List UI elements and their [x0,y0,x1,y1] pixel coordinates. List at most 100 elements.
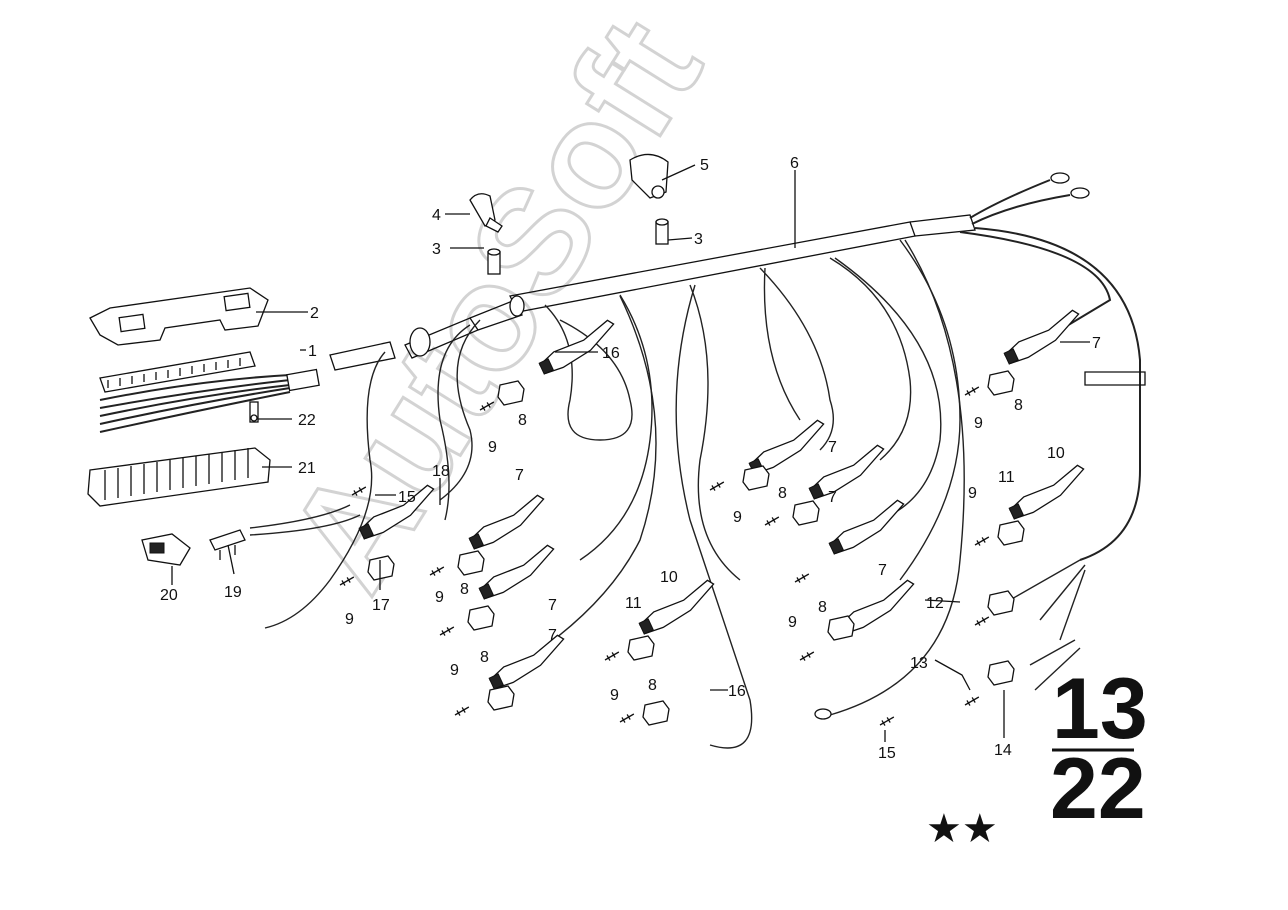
connectors [339,309,1085,726]
terminal-clip [827,615,855,641]
component-3-grommet-a [487,248,501,275]
part-label-4: 4 [432,207,441,224]
part-label-8f: 8 [1014,397,1023,414]
part-label-6: 6 [790,155,799,172]
terminal-clip [987,370,1015,396]
part-label-9h: 9 [974,415,983,432]
part-label-7c: 7 [548,627,557,644]
terminal-pin [339,576,355,586]
part-label-7f: 7 [878,562,887,579]
part-label-7a: 7 [515,467,524,484]
plug-connector [488,634,565,690]
leader-lines [171,164,1090,742]
group-number-top: 13 [1052,661,1148,757]
part-label-7g: 7 [1092,335,1101,352]
part-label-21: 21 [298,460,316,477]
part-label-16a: 16 [602,345,620,362]
terminal-pin [439,626,455,636]
part-label-7b: 7 [548,597,557,614]
part-labels: 1 2 3 3 4 5 6 7 7 7 7 7 7 7 8 8 8 8 8 8 … [160,155,1101,762]
terminal-pin [964,386,980,396]
part-label-1: 1 [308,343,317,360]
part-label-3b: 3 [694,231,703,248]
part-label-9e: 9 [733,509,742,526]
terminal-clip [742,465,770,491]
plug-connector [468,494,545,550]
component-22-clip [249,401,259,423]
part-label-3a: 3 [432,241,441,258]
part-label-13: 13 [910,655,928,672]
terminal-clip [997,520,1025,546]
part-label-7e: 7 [828,489,837,506]
terminal-pin [964,696,980,706]
part-label-10a: 10 [660,569,678,586]
part-label-19: 19 [224,584,242,601]
part-label-9d: 9 [450,662,459,679]
part-label-18: 18 [432,463,450,480]
plug-connector [808,444,885,500]
terminal-pin [799,651,815,661]
plug-connector [638,579,715,635]
terminal-clip [642,700,670,726]
part-label-8c: 8 [480,649,489,666]
part-label-17: 17 [372,597,390,614]
part-label-2: 2 [310,305,319,322]
part-label-15a: 15 [398,489,416,506]
terminal-pin [454,706,470,716]
terminal-pin [974,616,990,626]
part-label-9g: 9 [610,687,619,704]
plug-connector [538,319,615,375]
terminal-pin [879,716,895,726]
terminal-pin [619,713,635,723]
part-label-5: 5 [700,157,709,174]
component-21-housing [87,447,271,507]
terminal-clip [487,685,515,711]
plug-connector [478,544,555,600]
component-5-clamp [629,153,669,199]
main-harness [329,172,1146,561]
plug-connector [1008,464,1085,520]
plug-connector [828,499,905,555]
part-label-8a: 8 [518,412,527,429]
terminal-clip [987,660,1015,686]
component-4-clamp [469,193,503,233]
part-label-12: 12 [926,595,944,612]
part-label-14: 14 [994,742,1012,759]
group-number-bottom: 22 [1050,741,1146,837]
terminal-pin [351,486,367,496]
part-label-9f: 9 [788,614,797,631]
component-3-grommet-b [655,218,669,245]
group-number: 13 22 [1050,661,1148,837]
part-label-7d: 7 [828,439,837,456]
terminal-clip [467,605,495,631]
terminal-pin [709,481,725,491]
part-label-8b: 8 [460,581,469,598]
stars-marker: ★★ [926,806,998,852]
terminal-pin [794,573,810,583]
plug-connector [1003,309,1080,365]
terminal-clip [987,590,1015,616]
part-label-8g: 8 [648,677,657,694]
terminal-clip [792,500,820,526]
part-label-9b: 9 [345,611,354,628]
part-label-9a: 9 [488,439,497,456]
plug-connector [358,484,435,540]
part-label-8e: 8 [818,599,827,616]
component-2-cover [89,287,269,346]
terminal-clip [367,555,395,581]
part-label-9i: 9 [968,485,977,502]
part-label-15b: 15 [878,745,896,762]
part-label-16b: 16 [728,683,746,700]
terminal-pin [974,536,990,546]
terminal-pin [764,516,780,526]
part-label-22: 22 [298,412,316,429]
component-1-connector-strip [99,351,320,433]
terminal-pin [604,651,620,661]
part-label-20: 20 [160,587,178,604]
component-19-terminal [209,529,246,560]
part-label-11b: 11 [998,469,1015,486]
part-label-8d: 8 [778,485,787,502]
terminal-pin [479,401,495,411]
terminal-clip [457,550,485,576]
